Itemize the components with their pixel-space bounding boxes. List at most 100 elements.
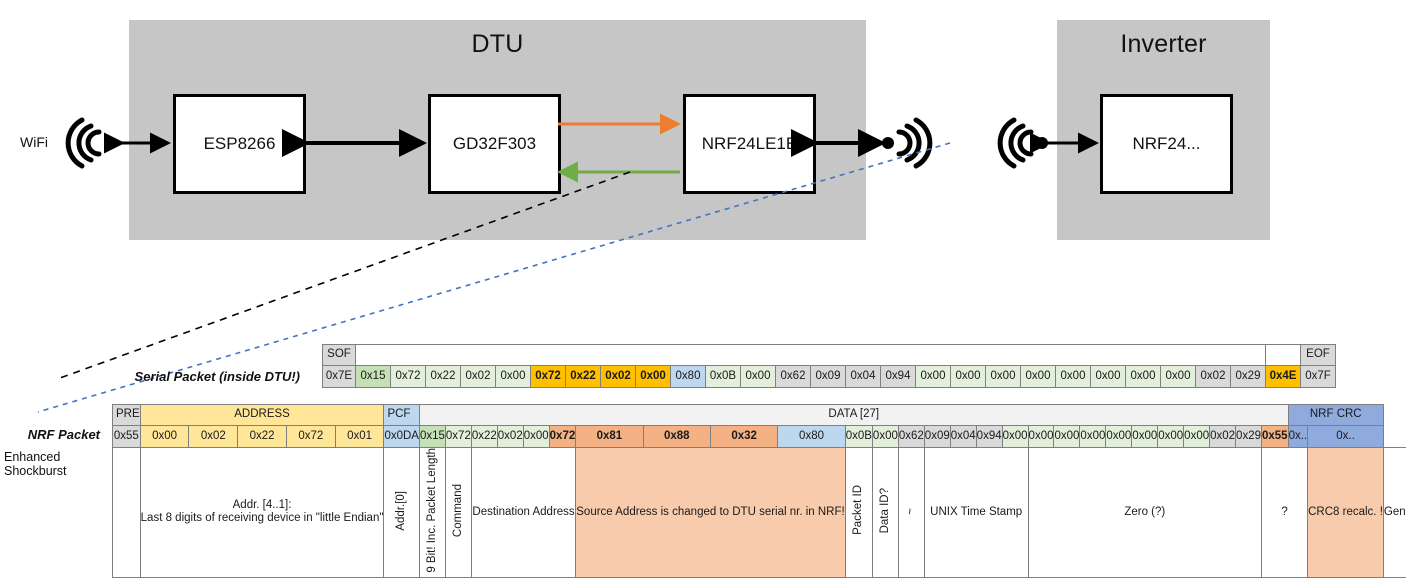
serial-byte-22: 0x00	[1091, 366, 1126, 388]
desc-command: Command	[445, 448, 471, 578]
rf-antenna-icon-dtu	[899, 120, 930, 166]
desc-pre-blank	[113, 448, 141, 578]
desc-addr0: Addr.[0]	[384, 448, 420, 578]
nrf-byte-28: 0x00	[1132, 426, 1158, 448]
nrf-byte-16: 0x80	[778, 426, 845, 448]
desc-tilde: ~	[898, 448, 924, 578]
desc-nrf-crc: Generated automatically. Dont Care!	[1383, 448, 1406, 578]
nrf-byte-31: 0x02	[1210, 426, 1236, 448]
nrf-byte-17: 0x0B	[845, 426, 872, 448]
nrf-group-data: DATA [27]	[419, 405, 1288, 426]
nrf-byte-29: 0x00	[1158, 426, 1184, 448]
desc-unix: UNIX Time Stamp	[924, 448, 1028, 578]
nrf-byte-34: 0x..	[1288, 426, 1308, 448]
nrf-byte-35: 0x..	[1308, 426, 1384, 448]
rf-antenna-dot-dtu	[882, 137, 894, 149]
nrf-packet-label: NRF Packet	[0, 427, 100, 442]
nrf-byte-12: 0x72	[549, 426, 576, 448]
nrf-byte-15: 0x32	[710, 426, 777, 448]
serial-byte-25: 0x02	[1196, 366, 1231, 388]
serial-eof-header: EOF	[1301, 345, 1336, 366]
nrf-byte-14: 0x88	[643, 426, 710, 448]
serial-packet-header-row: SOF EOF	[323, 345, 1336, 366]
nrf-byte-30: 0x00	[1184, 426, 1210, 448]
nrf-byte-23: 0x00	[1002, 426, 1028, 448]
serial-byte-20: 0x00	[1021, 366, 1056, 388]
desc-packet-id: Packet ID	[845, 448, 872, 578]
nrf-byte-1: 0x00	[140, 426, 189, 448]
serial-byte-19: 0x00	[986, 366, 1021, 388]
serial-byte-15: 0x04	[846, 366, 881, 388]
serial-byte-11: 0x0B	[706, 366, 741, 388]
serial-byte-3: 0x22	[426, 366, 461, 388]
desc-nrf-crc-text: Generated automatically. Dont Care!	[1384, 506, 1406, 518]
desc-command-label: Command	[452, 484, 465, 537]
serial-byte-16: 0x94	[881, 366, 916, 388]
serial-byte-12: 0x00	[741, 366, 776, 388]
nrf-byte-18: 0x00	[872, 426, 898, 448]
serial-byte-18: 0x00	[951, 366, 986, 388]
rf-antenna-dot-inverter	[1036, 137, 1048, 149]
nrf-byte-4: 0x72	[286, 426, 335, 448]
serial-byte-24: 0x00	[1161, 366, 1196, 388]
desc-address-l1: Addr. [4..1]:Last 8 digits of receiving …	[141, 499, 384, 524]
serial-header-spacer	[356, 345, 1266, 366]
serial-sof-header: SOF	[323, 345, 356, 366]
nrf-group-pre: PRE	[113, 405, 141, 426]
desc-pcf: 9 Bit! Inc. Packet Length	[419, 448, 445, 578]
serial-byte-17: 0x00	[916, 366, 951, 388]
serial-byte-23: 0x00	[1126, 366, 1161, 388]
nrf-group-crc: NRF CRC	[1288, 405, 1383, 426]
nrf-byte-3: 0x22	[238, 426, 287, 448]
desc-addr0-label: Addr.[0]	[395, 491, 408, 531]
desc-source: Source Address is changed to DTU serial …	[576, 448, 845, 578]
serial-byte-28: 0x7F	[1301, 366, 1336, 388]
desc-pcf-label: 9 Bit! Inc. Packet Length	[426, 448, 439, 573]
desc-data-id: Data ID?	[872, 448, 898, 578]
nrf-byte-7: 0x15	[419, 426, 445, 448]
nrf-byte-0: 0x55	[113, 426, 141, 448]
serial-byte-10: 0x80	[671, 366, 706, 388]
serial-byte-13: 0x62	[776, 366, 811, 388]
serial-byte-2: 0x72	[391, 366, 426, 388]
desc-packet-id-label: Packet ID	[852, 485, 865, 535]
wifi-antenna-dot-left	[104, 137, 116, 149]
nrf-byte-9: 0x22	[471, 426, 497, 448]
nrf-byte-24: 0x00	[1028, 426, 1054, 448]
serial-byte-6: 0x72	[531, 366, 566, 388]
serial-byte-8: 0x02	[601, 366, 636, 388]
nrf-byte-13: 0x81	[576, 426, 643, 448]
nrf-byte-26: 0x00	[1080, 426, 1106, 448]
desc-crc8-text: CRC8 recalc. !	[1308, 506, 1383, 518]
desc-tilde-label: ~	[905, 508, 918, 515]
desc-address: Addr. [4..1]:Last 8 digits of receiving …	[140, 448, 384, 578]
nrf-byte-8: 0x72	[445, 426, 471, 448]
nrf-group-header-row: PRE ADDRESS PCF DATA [27] NRF CRC	[113, 405, 1406, 426]
desc-destination: Destination Address	[471, 448, 575, 578]
serial-byte-1: 0x15	[356, 366, 391, 388]
desc-zero: Zero (?)	[1028, 448, 1261, 578]
nrf-byte-32: 0x29	[1236, 426, 1262, 448]
serial-byte-0: 0x7E	[323, 366, 356, 388]
serial-byte-4: 0x02	[461, 366, 496, 388]
serial-byte-14: 0x09	[811, 366, 846, 388]
nrf-byte-10: 0x02	[497, 426, 523, 448]
packet-tables: Serial Packet (inside DTU!) NRF Packet E…	[0, 300, 1406, 523]
nrf-group-pcf: PCF	[384, 405, 420, 426]
desc-data-id-label: Data ID?	[879, 488, 892, 533]
nrf-byte-33: 0x55	[1261, 426, 1288, 448]
serial-byte-26: 0x29	[1231, 366, 1266, 388]
serial-byte-21: 0x00	[1056, 366, 1091, 388]
nrf-byte-22: 0x94	[976, 426, 1002, 448]
serial-packet-label: Serial Packet (inside DTU!)	[0, 369, 300, 384]
block-diagram: DTU Inverter WiFi ESP8266 GD32F303 NRF24…	[0, 0, 1406, 300]
nrf-group-address: ADDRESS	[140, 405, 384, 426]
serial-byte-7: 0x22	[566, 366, 601, 388]
nrf-byte-19: 0x62	[898, 426, 924, 448]
nrf-byte-25: 0x00	[1054, 426, 1080, 448]
nrf-byte-27: 0x00	[1106, 426, 1132, 448]
nrf-byte-6: 0x0DA	[384, 426, 420, 448]
